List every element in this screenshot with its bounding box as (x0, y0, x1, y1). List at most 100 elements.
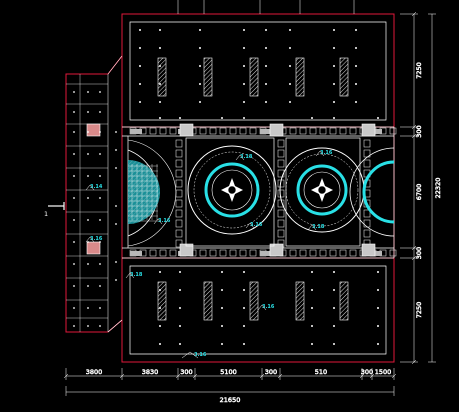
light-dot (333, 289, 335, 291)
light-dot (333, 47, 335, 49)
beam-block (199, 249, 207, 257)
light-dot (377, 117, 379, 119)
light-dot (243, 117, 245, 119)
light-dot (115, 149, 117, 151)
level-tag: 3.16 (194, 352, 207, 358)
light-dot (221, 307, 223, 309)
light-dot (355, 65, 357, 67)
dome-right-partial (349, 147, 395, 237)
dimension-tick (63, 373, 69, 379)
dimension-tick (192, 373, 198, 379)
section-mark-label: 1 (44, 210, 48, 218)
light-dot (179, 307, 181, 309)
light-dot (355, 83, 357, 85)
beam-block (289, 249, 297, 257)
light-dot (139, 65, 141, 67)
light-dot (265, 65, 267, 67)
beam-block (349, 249, 357, 257)
dimension-tick (411, 11, 417, 17)
light-dot (289, 101, 291, 103)
light-dot (355, 101, 357, 103)
linear-diffuser (157, 57, 167, 97)
light-dot (73, 197, 75, 199)
beam-block (277, 169, 285, 178)
left-dome-grid (128, 164, 158, 222)
level-tag: 3.16 (262, 304, 275, 310)
dimension-tick (277, 373, 283, 379)
beam-block (175, 189, 183, 198)
light-dot (159, 325, 161, 327)
dimension-label: 7250 (415, 302, 423, 319)
light-dot (377, 307, 379, 309)
light-dot (99, 285, 101, 287)
light-dot (99, 197, 101, 199)
light-dot (333, 117, 335, 119)
light-dot (99, 91, 101, 93)
light-dot (289, 47, 291, 49)
beam-block (329, 249, 337, 257)
dimension-label: 5100 (220, 368, 237, 376)
light-dot (333, 83, 335, 85)
beam-block (349, 127, 357, 135)
light-dot (115, 261, 117, 263)
beam-block (329, 127, 337, 135)
beam-block (309, 249, 317, 257)
reference-lines (177, 0, 355, 14)
light-dot (159, 47, 161, 49)
light-dot (73, 175, 75, 177)
light-dot (159, 343, 161, 345)
linear-diffuser (339, 281, 349, 321)
dimension-tick (259, 373, 265, 379)
linear-diffuser (295, 57, 305, 97)
level-tag: 3.16 (320, 150, 333, 156)
light-dot (139, 29, 141, 31)
light-dot (289, 83, 291, 85)
beam-block (209, 127, 217, 135)
beam-slab (260, 129, 272, 134)
beam-block (363, 229, 371, 238)
beam-block (249, 249, 257, 257)
beam-slab (260, 251, 272, 256)
light-dot (73, 325, 75, 327)
light-dot (311, 325, 313, 327)
dimension-label: 1500 (375, 368, 392, 376)
beam-block (175, 179, 183, 188)
light-dot (179, 271, 181, 273)
light-dot (377, 343, 379, 345)
beam-block (363, 139, 371, 148)
beam-block (149, 127, 157, 135)
light-dot (87, 153, 89, 155)
dimension-label: 300 (361, 368, 373, 376)
beam-block (277, 229, 285, 238)
dimension-label: 3800 (86, 368, 103, 376)
dimension-label: 6700 (415, 184, 423, 201)
light-dot (243, 325, 245, 327)
beam-slab (130, 129, 142, 134)
light-dot (99, 263, 101, 265)
dimension-tick (411, 133, 417, 139)
light-dot (355, 47, 357, 49)
beam-block (299, 249, 307, 257)
level-tag: 3.14 (90, 184, 103, 190)
dimension-tick (119, 373, 125, 379)
light-dot (333, 29, 335, 31)
beam-block (219, 127, 227, 135)
beam-block (319, 127, 327, 135)
light-dot (73, 111, 75, 113)
beam-block (175, 199, 183, 208)
light-dot (333, 271, 335, 273)
beam-block (309, 127, 317, 135)
light-dot (115, 279, 117, 281)
light-dot (87, 91, 89, 93)
dimension-tick (411, 255, 417, 261)
light-dot (199, 101, 201, 103)
light-dot (87, 307, 89, 309)
light-dot (311, 343, 313, 345)
level-tag: 3.16 (158, 218, 171, 224)
light-dot (333, 307, 335, 309)
beam-block (319, 249, 327, 257)
light-dot (87, 175, 89, 177)
dimension-tick (411, 359, 417, 365)
